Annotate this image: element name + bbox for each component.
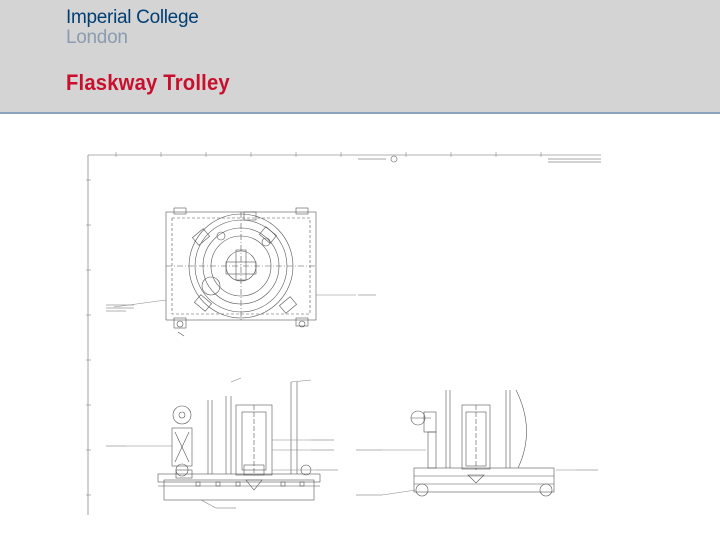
front-elevation — [106, 377, 338, 509]
engineering-drawing — [86, 150, 606, 518]
slide-title: Flaskway Trolley — [66, 70, 230, 95]
logo-line-2: London — [66, 27, 128, 48]
imperial-college-logo: Imperial College London — [66, 8, 199, 47]
logo-line-1: Imperial College — [66, 7, 199, 28]
side-elevation — [356, 389, 598, 497]
drawing-frame — [86, 152, 601, 515]
slide-header: Imperial College London Flaskway Trolley — [0, 0, 720, 114]
plan-view — [106, 207, 376, 337]
